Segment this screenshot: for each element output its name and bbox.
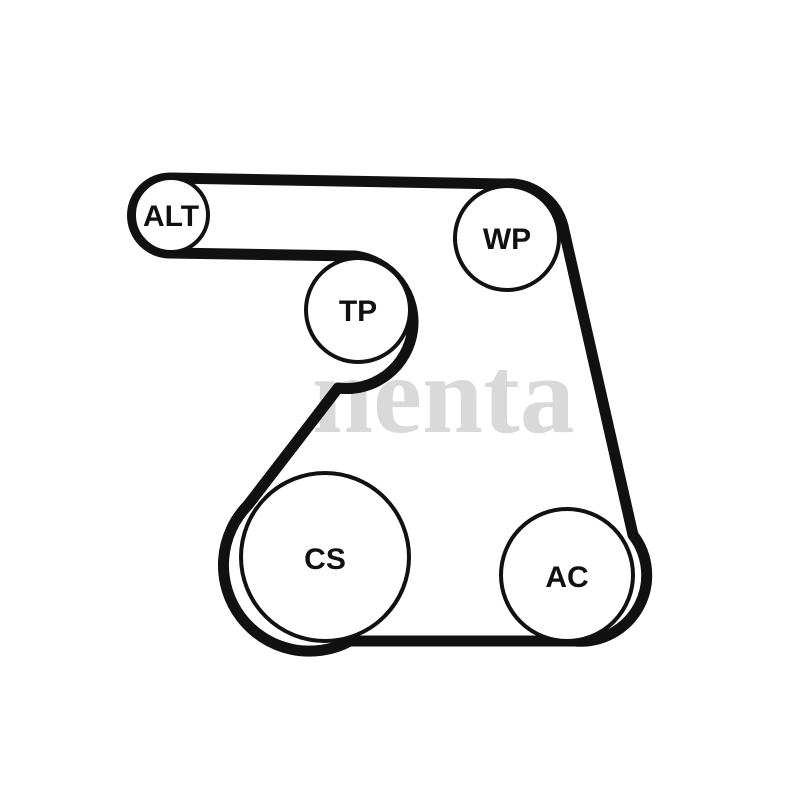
pulley-cs: CS	[239, 471, 411, 643]
pulley-alt: ALT	[132, 176, 210, 254]
pulley-wp-label: WP	[483, 223, 531, 256]
pulley-cs-label: CS	[304, 543, 346, 576]
pulley-tp-label: TP	[339, 295, 377, 328]
pulley-alt-label: ALT	[143, 200, 199, 233]
pulley-tp: TP	[304, 256, 412, 364]
pulley-wp: WP	[453, 184, 561, 292]
pulley-ac-label: AC	[545, 561, 588, 594]
pulley-ac: AC	[499, 507, 635, 643]
